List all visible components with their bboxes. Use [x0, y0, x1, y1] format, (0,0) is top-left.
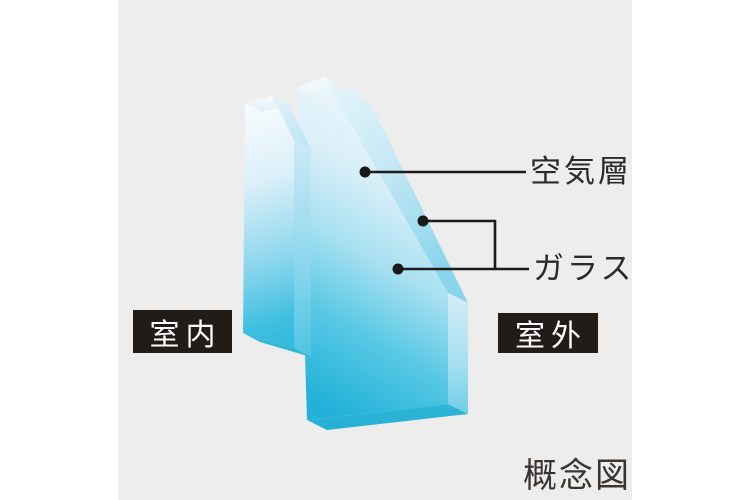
caption-conceptual-diagram: 概念図	[523, 458, 631, 495]
indoor-pane-right-edge-face	[294, 140, 311, 357]
glass-dot-outer-pane	[417, 215, 429, 227]
outdoor-pane-chamfer-face	[324, 77, 468, 303]
indoor-label-box: 室内	[133, 310, 232, 353]
glass-label: ガラス	[533, 251, 635, 286]
outdoor-label-box: 室外	[498, 313, 598, 353]
glass-upper-leader-line	[426, 219, 497, 269]
indoor-pane-bottom-face	[243, 333, 311, 357]
leader-annotations	[368, 170, 529, 271]
indoor-pane-chamfer-face	[272, 96, 311, 149]
outdoor-pane-bottom-face	[307, 404, 468, 430]
air-layer-dot	[359, 166, 371, 178]
indoor-pane-front-face	[243, 96, 294, 348]
leader-dots	[359, 166, 429, 275]
indoor-label: 室内	[149, 318, 222, 352]
glass-dot-inner-pane	[392, 263, 404, 275]
air-layer-label: 空気層	[530, 154, 632, 189]
outdoor-label: 室外	[515, 320, 587, 353]
outdoor-pane-front-face	[297, 77, 448, 420]
outdoor-pane-right-edge-face	[448, 293, 468, 414]
indoor-glass-pane	[243, 96, 311, 357]
outdoor-glass-pane	[297, 77, 468, 430]
